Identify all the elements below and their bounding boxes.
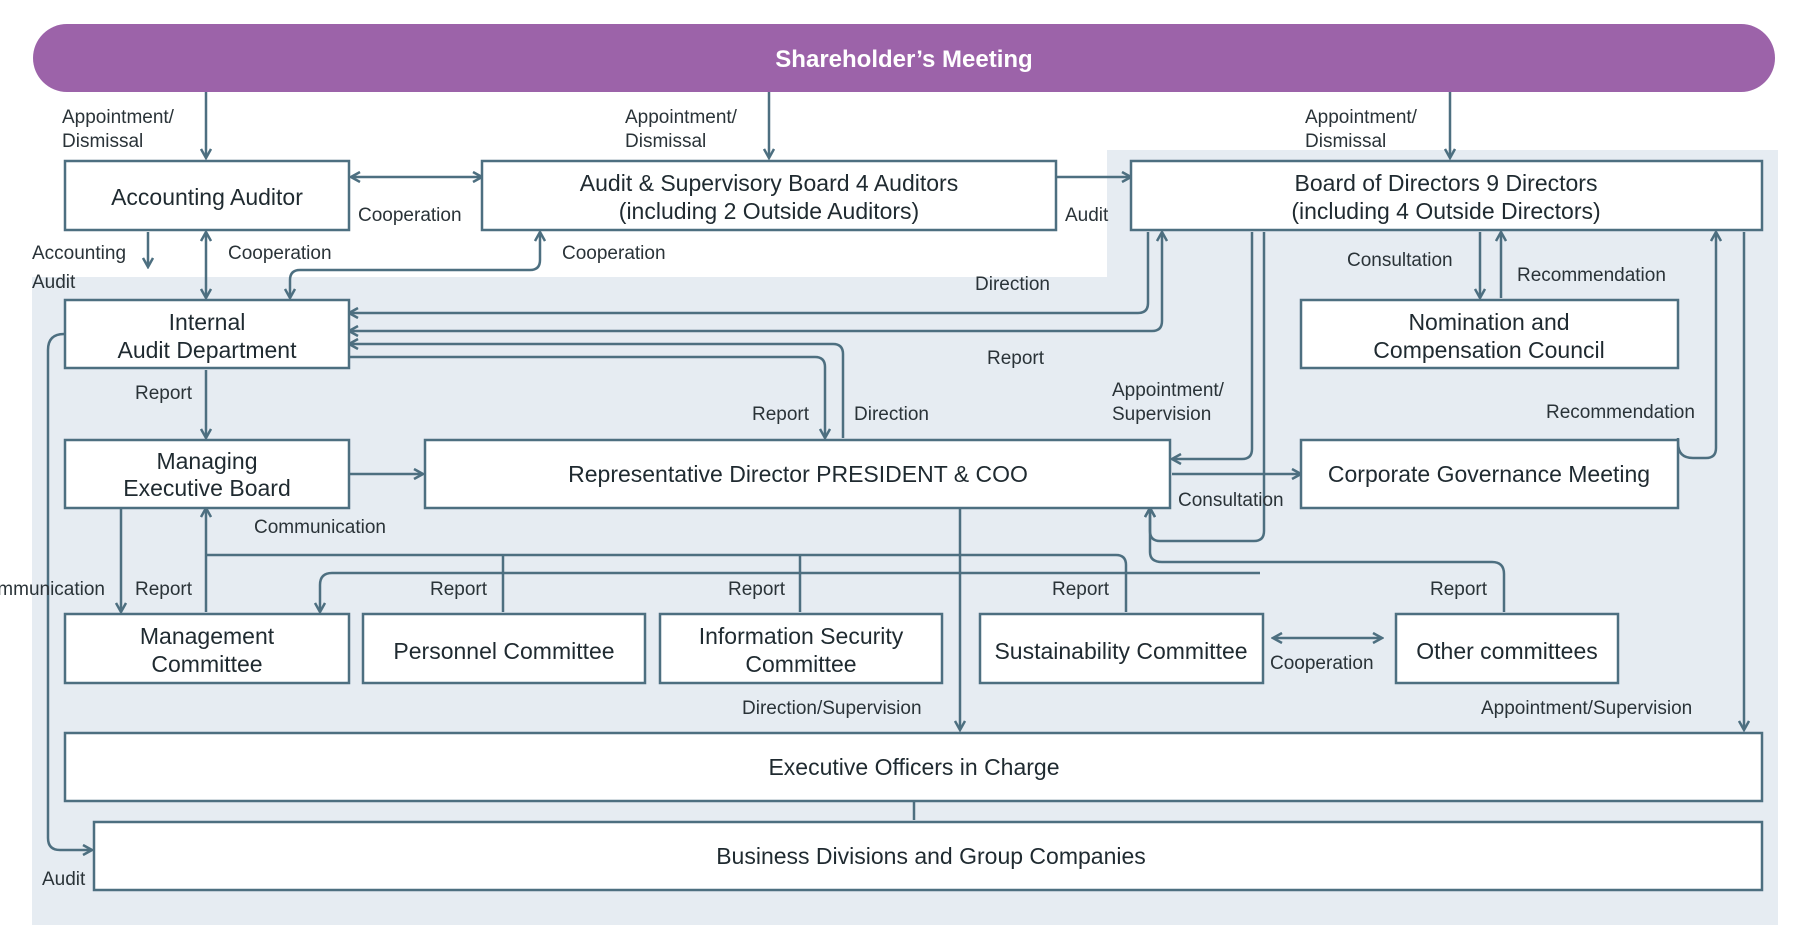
svg-text:Executive Officers in Charge: Executive Officers in Charge xyxy=(768,754,1059,780)
node-management-committee: Management Committee xyxy=(63,612,351,685)
node-business-divisions: Business Divisions and Group Companies xyxy=(92,820,1764,892)
svg-text:Internal: Internal xyxy=(169,309,246,335)
label-report-internal: Report xyxy=(135,383,193,404)
svg-text:Audit & Supervisory Board 4 Au: Audit & Supervisory Board 4 Auditors xyxy=(580,170,958,196)
svg-text:Management: Management xyxy=(140,623,275,649)
svg-text:Audit Department: Audit Department xyxy=(118,337,298,363)
label-cooperation-mid: Cooperation xyxy=(562,243,666,264)
node-governance-meeting: Corporate Governance Meeting xyxy=(1299,438,1680,510)
svg-text:Supervision: Supervision xyxy=(1112,404,1211,425)
label-audit-bottom: Audit xyxy=(42,869,86,890)
svg-text:Corporate Governance Meeting: Corporate Governance Meeting xyxy=(1328,461,1650,487)
label-appointment-supervision-right: Appointment/Supervision xyxy=(1481,698,1692,719)
label-cooperation-committees: Cooperation xyxy=(1270,653,1374,674)
svg-text:Representative Director PRESID: Representative Director PRESIDENT & COO xyxy=(568,461,1028,487)
label-consultation-upper: Consultation xyxy=(1347,250,1453,271)
node-other-committees: Other committees xyxy=(1394,612,1620,685)
label-communication-top: Communication xyxy=(254,517,386,538)
label-report-mgmt: Report xyxy=(135,579,193,600)
node-accounting-auditor: Accounting Auditor xyxy=(63,159,351,232)
svg-text:Business Divisions and Group C: Business Divisions and Group Companies xyxy=(716,843,1146,869)
svg-text:(including 2 Outside Auditors): (including 2 Outside Auditors) xyxy=(619,198,919,224)
shareholders-meeting-title: Shareholder’s Meeting xyxy=(775,46,1032,73)
node-board-of-directors: Board of Directors 9 Directors (includin… xyxy=(1129,159,1764,232)
svg-text:Board of Directors 9 Directors: Board of Directors 9 Directors xyxy=(1295,170,1598,196)
label-report-personnel: Report xyxy=(430,579,488,600)
svg-text:Committee: Committee xyxy=(745,651,856,677)
node-managing-executive-board: Managing Executive Board xyxy=(63,438,351,510)
label-appointment-dismissal-1: Appointment/ xyxy=(62,107,175,128)
svg-text:Other committees: Other committees xyxy=(1416,638,1598,664)
svg-text:Information Security: Information Security xyxy=(699,623,904,649)
svg-text:Managing: Managing xyxy=(156,448,257,474)
svg-text:Dismissal: Dismissal xyxy=(1305,131,1386,152)
svg-text:Sustainability Committee: Sustainability Committee xyxy=(994,638,1247,664)
label-appointment-dismissal-2: Appointment/ xyxy=(625,107,738,128)
label-consultation-mid: Consultation xyxy=(1178,490,1284,511)
label-cooperation-left: Cooperation xyxy=(228,243,332,264)
connectors xyxy=(46,92,1744,850)
label-appointment-dismissal-3: Appointment/ xyxy=(1305,107,1418,128)
label-audit-top: Audit xyxy=(1065,205,1109,226)
svg-text:Nomination and: Nomination and xyxy=(1408,309,1569,335)
node-nomination-council: Nomination and Compensation Council xyxy=(1299,298,1680,370)
shareholders-banner xyxy=(33,24,1775,92)
node-president: Representative Director PRESIDENT & COO xyxy=(423,438,1172,510)
label-accounting-audit: Accounting xyxy=(32,243,126,264)
label-recommendation-mid: Recommendation xyxy=(1546,402,1695,423)
label-report-other: Report xyxy=(1430,579,1488,600)
node-infosec-committee: Information Security Committee xyxy=(658,612,944,685)
label-direction-upper: Direction xyxy=(975,274,1050,295)
label-report-sustain: Report xyxy=(1052,579,1110,600)
svg-text:Compensation Council: Compensation Council xyxy=(1373,337,1604,363)
svg-text:Executive Board: Executive Board xyxy=(123,475,290,501)
svg-text:(including 4 Outside Directors: (including 4 Outside Directors) xyxy=(1291,198,1600,224)
svg-text:Audit: Audit xyxy=(32,272,76,293)
label-report-upper: Report xyxy=(987,348,1045,369)
svg-text:Dismissal: Dismissal xyxy=(62,131,143,152)
svg-text:Accounting Auditor: Accounting Auditor xyxy=(111,184,303,210)
label-direction-supervision: Direction/Supervision xyxy=(742,698,922,719)
edge-labels: Appointment/ Dismissal Appointment/ Dism… xyxy=(0,107,1695,890)
main-panel xyxy=(32,277,1778,925)
svg-text:Committee: Committee xyxy=(151,651,262,677)
svg-text:Personnel Committee: Personnel Committee xyxy=(393,638,614,664)
node-sustainability-committee: Sustainability Committee xyxy=(978,612,1265,685)
label-recommendation-upper: Recommendation xyxy=(1517,265,1666,286)
node-internal-audit: Internal Audit Department xyxy=(63,298,351,370)
label-report-mid: Report xyxy=(752,404,810,425)
node-executive-officers: Executive Officers in Charge xyxy=(63,731,1764,803)
label-appointment-supervision-mid: Appointment/ xyxy=(1112,380,1225,401)
label-cooperation-top: Cooperation xyxy=(358,205,462,226)
svg-text:Dismissal: Dismissal xyxy=(625,131,706,152)
label-communication-left: Communication xyxy=(0,579,105,600)
node-audit-board: Audit & Supervisory Board 4 Auditors (in… xyxy=(480,159,1058,232)
label-report-infosec: Report xyxy=(728,579,786,600)
node-personnel-committee: Personnel Committee xyxy=(361,612,647,685)
label-direction-mid: Direction xyxy=(854,404,929,425)
